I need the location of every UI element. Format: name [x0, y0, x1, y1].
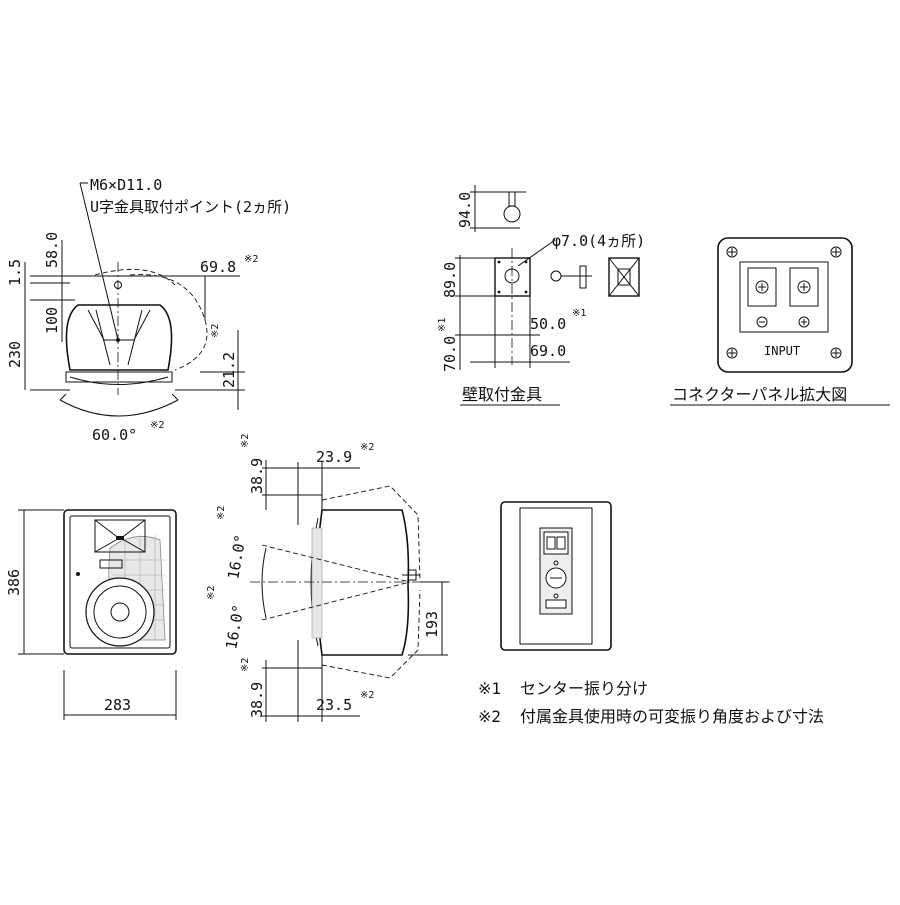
bracket-caption: 壁取付金具 — [462, 385, 542, 404]
dim-283: 283 — [104, 696, 131, 714]
front-view: 386 283 — [5, 509, 177, 720]
dim-50-mark: ※1 — [572, 308, 586, 319]
dim-193: 193 — [423, 611, 441, 638]
angle-16-top-mark: ※2 — [216, 506, 227, 520]
dim-38-9-bottom: 38.9 — [248, 682, 266, 718]
dim-94: 94.0 — [456, 192, 474, 228]
mount-point-label: U字金具取付ポイント(2ヵ所) — [90, 198, 291, 216]
dim-23-9-mark: ※2 — [360, 442, 374, 453]
dim-69: 69.0 — [530, 342, 566, 360]
bracket-view: 94.0 89.0 70.0 ※1 φ7.0(4ヵ所) 50.0 — [437, 185, 645, 406]
angle-60-mark: ※2 — [150, 420, 164, 431]
plus-terminal-icon — [798, 316, 810, 328]
dim-38-9-top: 38.9 — [248, 458, 266, 494]
note-2-text: 付属金具使用時の可変振り角度および寸法 — [520, 707, 824, 726]
dim-69-8-mark: ※2 — [244, 254, 258, 265]
dim-89: 89.0 — [441, 262, 459, 298]
angle-16-top: 16.0° — [224, 533, 250, 581]
hole-spec-label: φ7.0(4ヵ所) — [552, 232, 645, 250]
brand-badge-icon — [99, 559, 123, 569]
dim-1-5: 1.5 — [6, 259, 24, 286]
corner-screw-icon — [726, 246, 842, 359]
dim-38-9-bottom-mark: ※2 — [240, 658, 251, 672]
angle-60: 60.0° — [92, 426, 137, 444]
dim-38-9-top-mark: ※2 — [240, 434, 251, 448]
angle-16-bottom-mark: ※2 — [206, 586, 217, 600]
top-view: M6×D11.0 U字金具取付ポイント(2ヵ所) 1.5 58.0 — [6, 176, 291, 444]
notes: ※1 センター振り分け ※2 付属金具使用時の可変振り角度および寸法 — [478, 679, 824, 726]
dim-23-5-mark: ※2 — [360, 690, 374, 701]
note-2-mark: ※2 — [478, 707, 501, 726]
note-1-text: センター振り分け — [520, 679, 648, 698]
note-1-mark: ※1 — [478, 679, 501, 698]
dim-23-9: 23.9 — [316, 448, 352, 466]
connector-caption: コネクターパネル拡大図 — [672, 385, 847, 404]
dim-100: 100 — [43, 307, 61, 334]
rear-view — [500, 501, 612, 651]
dim-230: 230 — [6, 341, 24, 368]
dim-69-8: 69.8 — [200, 258, 236, 276]
dim-21-2: 21.2 — [220, 352, 238, 388]
dim-70-mark: ※1 — [437, 318, 448, 332]
side-view: 38.9 ※2 23.9 ※2 16.0° ※2 16.0° ※2 193 38… — [206, 434, 450, 722]
dim-21-2-mark: ※2 — [210, 324, 221, 338]
dim-70: 70.0 — [441, 336, 459, 372]
input-label: INPUT — [764, 344, 800, 358]
dim-58: 58.0 — [43, 232, 61, 268]
dim-50: 50.0 — [530, 315, 566, 333]
connector-view: INPUT コネクターパネル拡大図 — [670, 237, 890, 406]
dim-23-5: 23.5 — [316, 696, 352, 714]
minus-terminal-icon — [756, 316, 768, 328]
mount-spec-label: M6×D11.0 — [90, 176, 162, 194]
angle-16-bottom: 16.0° — [222, 603, 248, 651]
dim-386: 386 — [5, 569, 23, 596]
